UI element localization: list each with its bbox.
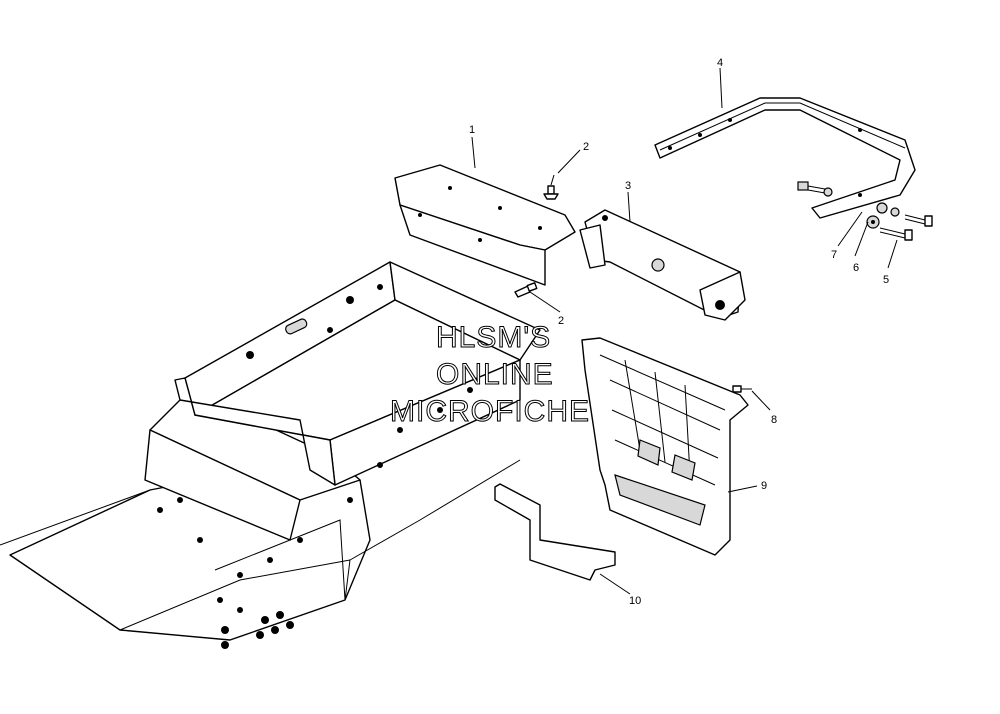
part-9-snow-flap (581, 337, 749, 556)
leader-lines (471, 67, 898, 595)
part-5-bolt-lower (879, 227, 913, 241)
part-4-grab-bar (654, 97, 916, 219)
part-10-plate (494, 483, 616, 581)
part-7-locknut (866, 215, 880, 229)
watermark-line-2: ONLINE (436, 358, 554, 391)
part-2-screw-upper (543, 185, 559, 200)
watermark-line-3: MICROFICHE (390, 395, 590, 428)
callout-8: 8 (771, 414, 777, 426)
callout-2-upper: 2 (583, 141, 589, 153)
callout-5: 5 (883, 274, 889, 286)
part-3-bracket (579, 209, 746, 321)
part-5-bolt-upper (797, 181, 826, 194)
callout-9: 9 (761, 480, 767, 492)
callout-7: 7 (831, 249, 837, 261)
part-5-bolt-right (904, 214, 933, 227)
part-6-washers (876, 202, 900, 217)
part-8-screw (732, 385, 752, 393)
callout-4: 4 (717, 57, 723, 69)
callout-3: 3 (625, 180, 631, 192)
watermark: HLSM'S ONLINE MICROFICHE (390, 321, 590, 429)
part-6-washer-upper (823, 187, 833, 197)
callout-10: 10 (629, 595, 641, 607)
part-2-screw-lower (514, 282, 538, 298)
callout-1: 1 (469, 124, 475, 136)
callout-6: 6 (853, 262, 859, 274)
watermark-line-1: HLSM'S (436, 321, 551, 354)
callout-labels: 1 2 2 3 4 5 6 7 8 9 10 (469, 57, 889, 607)
chassis-tunnel (0, 261, 541, 649)
callout-2-lower: 2 (558, 315, 564, 327)
part-1-lid (394, 164, 576, 286)
